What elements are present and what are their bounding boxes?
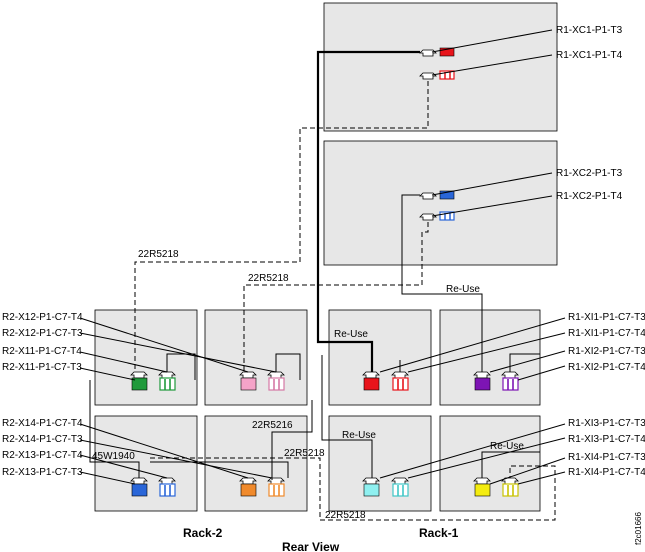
xi4-t4-port xyxy=(501,477,519,497)
label-x14-t4: R2-X14-P1-C7-T4 xyxy=(2,418,83,429)
label-xi4-t3: R1-XI4-P1-C7-T3 xyxy=(568,452,645,463)
xi4-t3-port xyxy=(473,477,491,497)
cable-xc2-t4-22r5218 xyxy=(243,222,429,372)
caption-rack1: Rack-1 xyxy=(419,526,459,540)
cable-label-22r5216: 22R5216 xyxy=(252,420,293,431)
drawer-xi1 xyxy=(328,309,432,406)
cable-label-reuse-xi2: Re-Use xyxy=(446,284,480,295)
cable-label-22r5218-mid: 22R5218 xyxy=(248,273,289,284)
cable-xc1-t3-reuse xyxy=(316,50,420,372)
x12-t3-port xyxy=(239,371,257,391)
label-xi4-t4: R1-XI4-P1-C7-T4 xyxy=(568,467,645,478)
x14-t3-port xyxy=(239,477,257,497)
cable-label-45w1940: 45W1940 xyxy=(92,451,135,462)
xi2-t3-port xyxy=(473,371,491,391)
cable-xc2-t3-reuse xyxy=(401,194,483,372)
caption-rear-view: Rear View xyxy=(282,540,340,552)
label-x13-t3: R2-X13-P1-C7-T3 xyxy=(2,467,83,478)
drawer-x12 xyxy=(204,309,308,406)
x13-t3-port xyxy=(130,477,148,497)
label-xi1-t4: R1-XI1-P1-C7-T4 xyxy=(568,328,645,339)
cable-label-22r5218-low: 22R5218 xyxy=(284,448,325,459)
xi3-t3-port xyxy=(362,477,380,497)
label-xi2-t4: R1-XI2-P1-C7-T4 xyxy=(568,362,645,373)
x11-t3-port xyxy=(130,371,148,391)
label-x12-t4: R2-X12-P1-C7-T4 xyxy=(2,312,83,323)
xi1-t3-port xyxy=(362,371,380,391)
cable-label-reuse-xi1: Re-Use xyxy=(334,329,368,340)
label-x11-t3: R2-X11-P1-C7-T3 xyxy=(2,362,82,373)
label-xc2-t3: R1-XC2-P1-T3 xyxy=(556,168,623,179)
label-x13-t4: R2-X13-P1-C7-T4 xyxy=(2,450,83,461)
cable-x11-t4 xyxy=(166,353,196,380)
x11-t4-port xyxy=(158,371,176,391)
x12-t4-port xyxy=(267,371,285,391)
label-xi3-t4: R1-XI3-P1-C7-T4 xyxy=(568,434,645,445)
label-x14-t3: R2-X14-P1-C7-T3 xyxy=(2,434,83,445)
drawer-xi4 xyxy=(439,415,541,512)
xi1-t4-port xyxy=(391,371,409,391)
cable-label-22r5218-bottom: 22R5218 xyxy=(325,510,366,521)
caption-rack2: Rack-2 xyxy=(183,526,223,540)
drawer-xi2 xyxy=(439,309,541,406)
cable-label-reuse-xi4: Re-Use xyxy=(490,441,524,452)
cable-label-22r5218-top: 22R5218 xyxy=(138,249,179,260)
cable-xc1-t4-22r5218 xyxy=(134,81,429,372)
label-xi3-t3: R1-XI3-P1-C7-T3 xyxy=(568,418,645,429)
xc1-drawer xyxy=(323,2,558,132)
figure-id: f2c01666 xyxy=(634,512,643,545)
label-xi2-t3: R1-XI2-P1-C7-T3 xyxy=(568,346,645,357)
xi2-t4-port xyxy=(501,371,519,391)
cable-x12-t4-22r5216 xyxy=(271,353,313,480)
leader-lines xyxy=(79,29,566,485)
x13-t4-port xyxy=(158,477,176,497)
cable-xi3-xi4-reuse xyxy=(481,451,540,478)
label-x12-t3: R2-X12-P1-C7-T3 xyxy=(2,328,83,339)
xi3-t4-port xyxy=(391,477,409,497)
xc2-drawer xyxy=(323,140,558,266)
x14-t4-port xyxy=(267,477,285,497)
xc2-t3-port xyxy=(419,190,455,200)
drawer-x11 xyxy=(94,309,198,406)
xc1-t3-port xyxy=(419,47,455,57)
label-xc1-t4: R1-XC1-P1-T4 xyxy=(556,50,623,61)
label-xc1-t3: R1-XC1-P1-T3 xyxy=(556,25,623,36)
cable-x14-22r5218 xyxy=(150,457,556,521)
cable-45w1940 xyxy=(89,380,289,478)
label-xc2-t4: R1-XC2-P1-T4 xyxy=(556,191,623,202)
cable-label-reuse-xi3: Re-Use xyxy=(342,430,376,441)
label-xi1-t3: R1-XI1-P1-C7-T3 xyxy=(568,312,645,323)
label-x11-t4: R2-X11-P1-C7-T4 xyxy=(2,346,82,357)
drawer-xi3 xyxy=(328,415,432,512)
